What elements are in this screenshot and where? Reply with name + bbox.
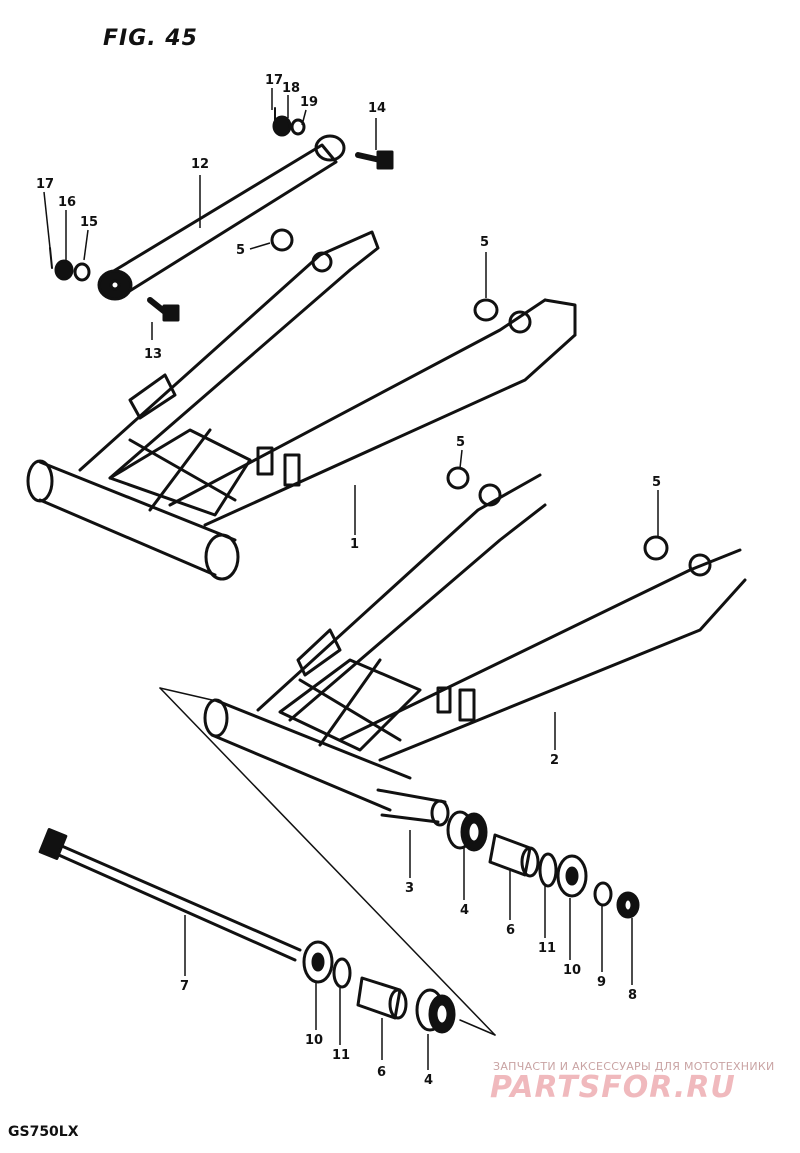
- callout-5-lower-right: 5: [652, 475, 661, 490]
- nut-8: [616, 891, 640, 919]
- callout-11-left: 11: [332, 1048, 350, 1063]
- seal-10-left: [302, 940, 334, 984]
- bolt-14: [355, 150, 394, 170]
- callout-1: 1: [350, 537, 359, 552]
- callout-15: 15: [80, 215, 98, 230]
- callout-9: 9: [597, 975, 606, 990]
- callout-19: 19: [300, 95, 318, 110]
- callout-5-lower-left: 5: [456, 435, 465, 450]
- needle-bearing-4-right: [446, 810, 488, 852]
- swingarm-upper: [26, 230, 577, 581]
- callout-3: 3: [405, 881, 414, 896]
- callout-4-left: 4: [424, 1073, 433, 1088]
- callout-16: 16: [58, 195, 76, 210]
- callout-5-upper-right: 5: [480, 235, 489, 250]
- callout-17-left: 17: [36, 177, 54, 192]
- callout-2: 2: [550, 753, 559, 768]
- washer-11-right: [538, 852, 558, 888]
- callout-10-left: 10: [305, 1033, 323, 1048]
- nut-washer-stack-top: [272, 107, 306, 137]
- swingarm-lower: [203, 473, 747, 812]
- figure-title: FIG. 45: [103, 26, 198, 51]
- watermark-brand: PARTSFOR.RU: [490, 1070, 736, 1105]
- needle-bearing-4-left: [415, 988, 456, 1034]
- spacer-6-left: [356, 976, 408, 1020]
- watermark-tagline: ЗАПЧАСТИ И АКСЕССУАРЫ ДЛЯ МОТОТЕХНИКИ: [493, 1060, 775, 1073]
- seal-10-right: [556, 854, 588, 898]
- callout-10-right: 10: [563, 963, 581, 978]
- callout-4-right: 4: [460, 903, 469, 918]
- bushing-5-lower-left: [446, 466, 470, 490]
- callout-7: 7: [180, 979, 189, 994]
- callout-13: 13: [144, 347, 162, 362]
- callout-17-top: 17: [265, 73, 283, 88]
- bushing-5-upper-right: [473, 298, 499, 322]
- callout-11-right: 11: [538, 941, 556, 956]
- pivot-shaft-7: [38, 828, 302, 962]
- callout-6-left: 6: [377, 1065, 386, 1080]
- torque-link-rod: [97, 134, 346, 301]
- model-code: GS750LX: [8, 1124, 79, 1140]
- explode-guides: [159, 687, 496, 1036]
- spacer-6-right: [488, 833, 540, 878]
- callout-6-right: 6: [506, 923, 515, 938]
- bolt-13: [147, 297, 180, 322]
- bushing-5-lower-right: [643, 535, 669, 561]
- callout-8: 8: [628, 988, 637, 1003]
- callout-14: 14: [368, 101, 386, 116]
- bushing-5-upper-left: [270, 228, 294, 252]
- washer-11-left: [332, 957, 352, 989]
- callout-5-upper-left: 5: [236, 243, 245, 258]
- nut-washer-stack-left: [49, 247, 91, 282]
- washer-9: [593, 881, 613, 907]
- pivot-sleeve: [376, 788, 450, 827]
- callout-18: 18: [282, 81, 300, 96]
- callout-12: 12: [191, 157, 209, 172]
